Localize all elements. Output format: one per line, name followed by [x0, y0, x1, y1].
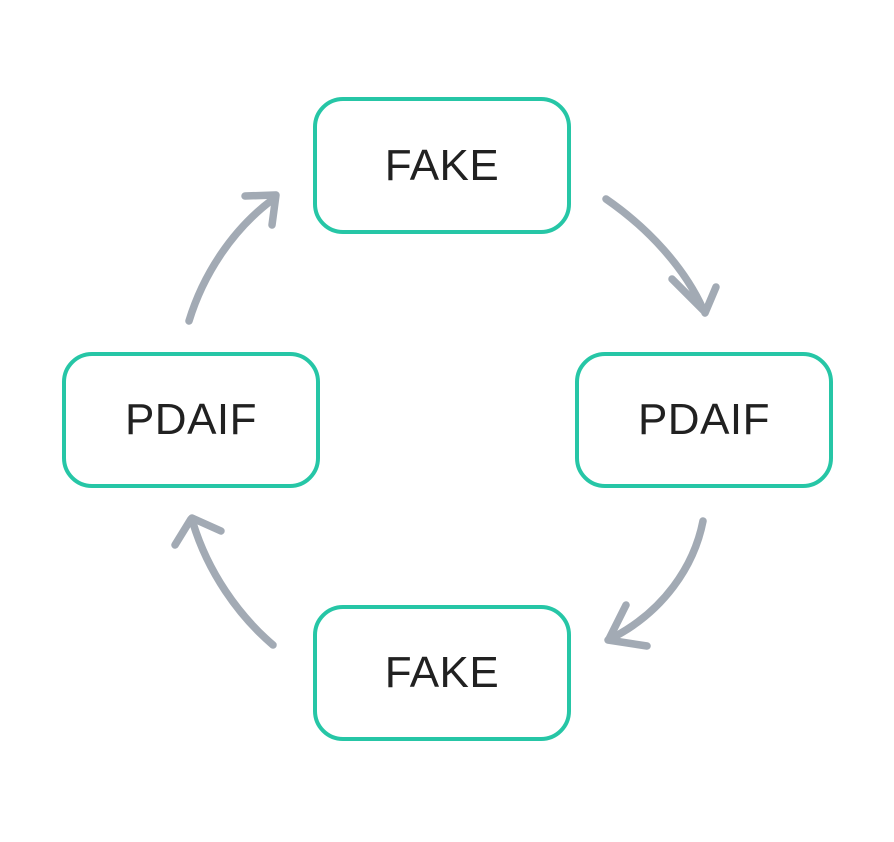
arrow-right-to-bottom [604, 517, 707, 650]
arrow-top-to-right [602, 195, 720, 317]
node-right-pdaif[interactable]: PDAIF [575, 352, 833, 488]
node-left-pdaif[interactable]: PDAIF [62, 352, 320, 488]
node-left-label: PDAIF [124, 395, 258, 444]
node-bottom-label: FAKE [384, 648, 500, 697]
node-bottom-fake[interactable]: FAKE [313, 605, 571, 741]
node-top-label: FAKE [384, 140, 500, 190]
arrow-left-to-top [185, 191, 280, 325]
node-top-fake[interactable]: FAKE [313, 97, 571, 234]
arrow-bottom-to-left [171, 514, 277, 649]
node-right-label: PDAIF [637, 395, 771, 444]
